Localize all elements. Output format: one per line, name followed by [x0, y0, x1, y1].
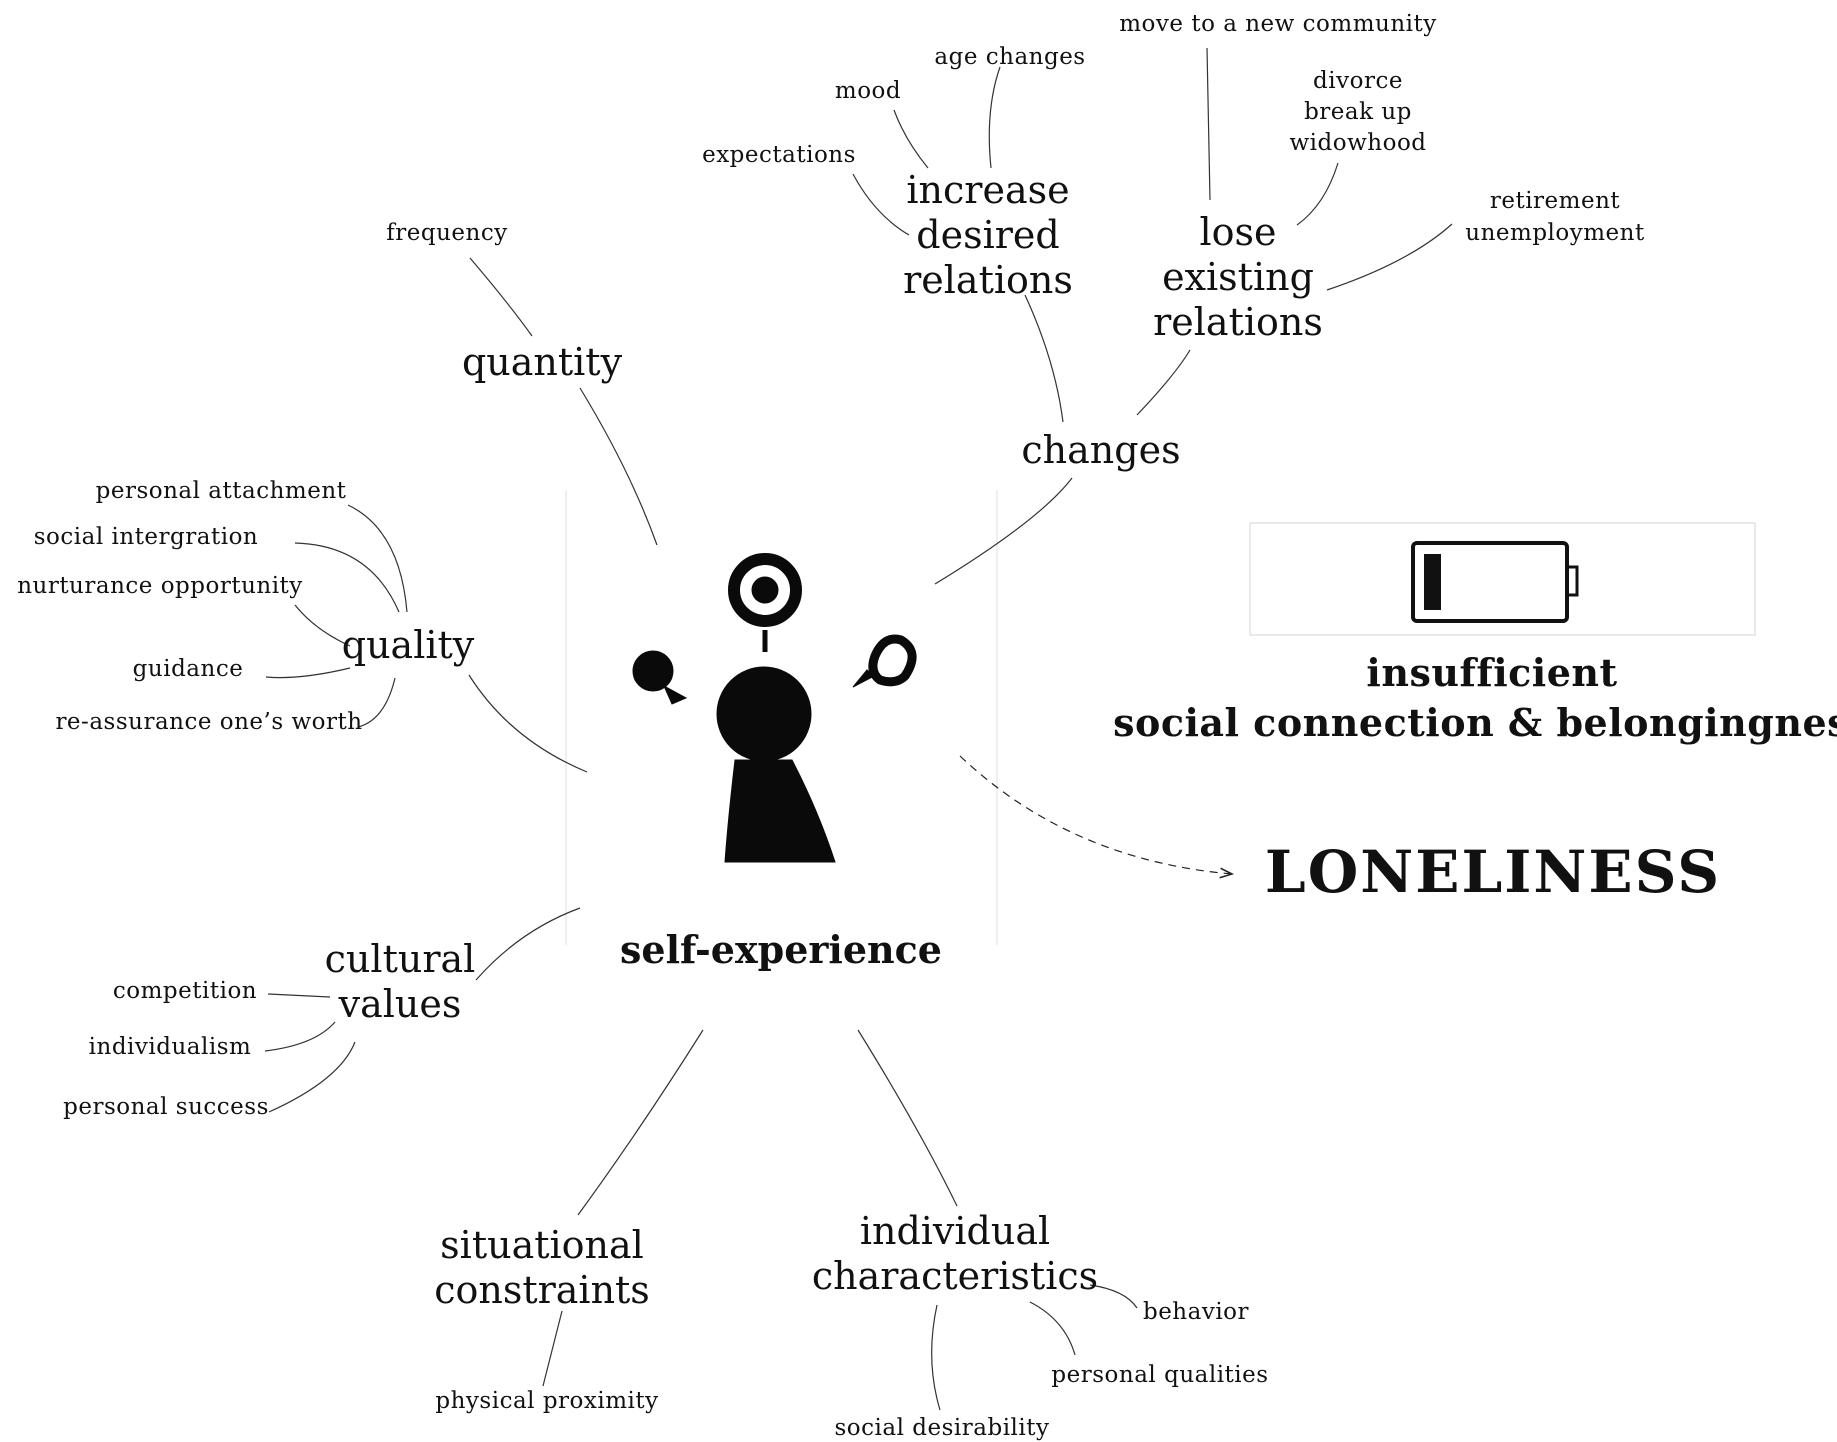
connector-changes-lose — [1136, 349, 1191, 416]
leaf-social-desirability: social desirability — [834, 1415, 1050, 1441]
leaf-divorce-breakup-widowhood: divorce break up widowhood — [1289, 68, 1427, 156]
leaf-nurturance-opportunity: nurturance opportunity — [17, 573, 303, 599]
connector-situational-proximity — [542, 1310, 563, 1387]
branch-changes: changes — [1021, 428, 1181, 472]
connector-quality-nurturance — [294, 604, 351, 647]
connector-quality-guidance — [265, 667, 351, 679]
leaf-behavior: behavior — [1142, 1299, 1250, 1325]
connector-center-quantity — [579, 387, 658, 546]
connector-changes-increase — [1024, 294, 1064, 423]
leaf-expectations: expectations — [702, 142, 856, 168]
branch-individual-characteristics: individual characteristics — [811, 1209, 1099, 1298]
arrow-to-loneliness — [959, 755, 1232, 874]
center-label-self-experience: self-experience — [620, 927, 942, 972]
leaf-age-changes: age changes — [934, 44, 1086, 70]
leaf-reassurance-ones-worth: re-assurance one’s worth — [55, 709, 363, 735]
connector-increase-expectations — [852, 173, 910, 236]
connector-center-changes — [934, 477, 1073, 585]
leaf-retirement-unemployment: retirement unemployment — [1465, 188, 1645, 246]
connector-cultural-competition — [267, 993, 331, 998]
connector-individual-qualities — [1029, 1301, 1076, 1356]
leaf-personal-qualities: personal qualities — [1051, 1362, 1269, 1388]
outcome-header: insufficient social connection & belongi… — [1113, 650, 1837, 745]
branch-quality: quality — [341, 623, 475, 667]
connector-center-individual — [857, 1029, 958, 1207]
connector-center-situational — [577, 1029, 704, 1216]
connector-increase-age — [988, 66, 1001, 169]
connector-lose-move — [1206, 47, 1211, 201]
branch-cultural-values: cultural values — [324, 937, 476, 1026]
connector-quantity-frequency — [469, 257, 533, 337]
leaf-personal-attachment: personal attachment — [95, 478, 347, 504]
leaf-individualism: individualism — [88, 1034, 252, 1060]
connector-center-quality — [468, 674, 588, 773]
leaf-move-to-new-community: move to a new community — [1119, 11, 1437, 37]
connector-quality-attachment — [347, 504, 408, 613]
connector-lose-breakups — [1296, 162, 1339, 226]
connector-cultural-individualism — [264, 1021, 336, 1052]
connector-quality-reassurance — [357, 677, 396, 728]
leaf-guidance: guidance — [132, 656, 244, 682]
connector-center-cultural — [475, 907, 581, 981]
leaf-competition: competition — [112, 978, 258, 1004]
leaf-personal-success: personal success — [63, 1094, 269, 1120]
connector-individual-behavior — [1089, 1284, 1138, 1309]
subbranch-lose-existing-relations: lose existing relations — [1153, 210, 1323, 344]
connector-cultural-success — [268, 1041, 356, 1113]
branch-situational-constraints: situational constraints — [434, 1223, 650, 1312]
connector-individual-desirability — [931, 1304, 941, 1411]
subbranch-increase-desired-relations: increase desired relations — [903, 168, 1073, 302]
leaf-social-intergration: social intergration — [33, 524, 259, 550]
branch-quantity: quantity — [461, 340, 623, 384]
leaf-physical-proximity: physical proximity — [435, 1388, 659, 1414]
leaf-frequency: frequency — [386, 220, 508, 246]
connector-quality-integration — [294, 542, 400, 613]
outcome-title-loneliness: LONELINESS — [1264, 838, 1722, 906]
connector-lose-work — [1326, 223, 1453, 291]
connector-increase-mood — [893, 109, 929, 169]
leaf-mood: mood — [834, 78, 902, 104]
person-with-thought-bubbles-icon — [632, 553, 917, 863]
battery-low-icon — [1411, 541, 1579, 623]
